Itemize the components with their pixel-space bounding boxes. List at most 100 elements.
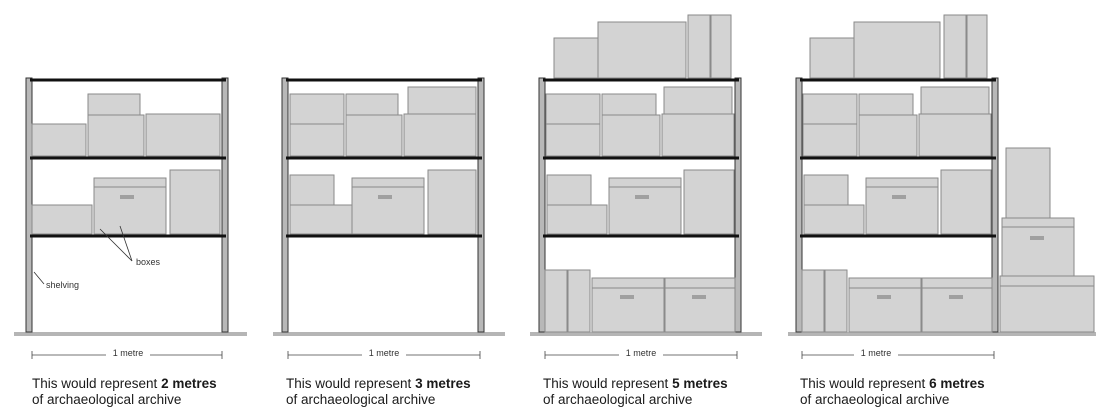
shelving-pointer [33, 271, 45, 285]
measure-label-bg [362, 347, 406, 357]
shelving-label: shelving [46, 280, 79, 290]
archive-box [169, 169, 221, 235]
caption-suffix: of archaeological archive [32, 392, 182, 407]
box-handle [378, 195, 392, 199]
floor [273, 332, 505, 336]
archive-box [999, 285, 1095, 333]
archive-box [809, 37, 855, 79]
archive-box [87, 93, 141, 116]
floor [14, 332, 247, 336]
archive-box [858, 114, 918, 157]
measure-label-bg [106, 347, 150, 357]
archive-box [553, 37, 599, 79]
archive-box [546, 174, 592, 206]
archive-box [966, 14, 988, 79]
archive-box [664, 287, 736, 333]
measure-label: 1 metre [626, 348, 657, 358]
archive-box [567, 269, 591, 333]
archive-box [31, 204, 93, 235]
caption-suffix: of archaeological archive [543, 392, 693, 407]
box-handle [692, 295, 706, 299]
archive-box [289, 174, 335, 206]
archive-box [803, 204, 865, 235]
archive-box-lid [351, 177, 425, 188]
left-post [795, 77, 803, 333]
caption-prefix: This would represent [32, 376, 162, 391]
archive-box [608, 185, 682, 235]
archive-box [407, 86, 477, 115]
archive-box [801, 269, 825, 333]
caption-amount: 2 metres [161, 376, 217, 391]
archive-box [87, 114, 145, 157]
archive-box [93, 185, 167, 235]
boxes-label: boxes [136, 257, 161, 267]
archive-box [687, 14, 711, 79]
archive-box-lid [664, 277, 736, 289]
archive-box [1001, 225, 1075, 277]
caption-amount: 3 metres [415, 376, 471, 391]
measure-label-bg [854, 347, 898, 357]
archive-box [289, 204, 353, 235]
box-handle [635, 195, 649, 199]
archive-box-lid [608, 177, 682, 188]
archive-box [545, 123, 601, 157]
measure-label: 1 metre [369, 348, 400, 358]
archive-box [865, 185, 939, 235]
archive-box [145, 113, 221, 157]
panel-4: 1 metre [788, 14, 1096, 359]
panel-1: boxes shelving 1 metre [14, 77, 247, 359]
archive-box [601, 93, 657, 116]
caption-prefix: This would represent [800, 376, 930, 391]
archive-box [403, 113, 477, 157]
archive-box [591, 287, 665, 333]
archive-box-lid [921, 277, 993, 289]
archive-box [31, 123, 87, 157]
box-handle [877, 295, 891, 299]
archive-box [858, 93, 914, 116]
archive-box [345, 114, 403, 157]
floor [788, 332, 1096, 336]
archive-box [345, 93, 399, 116]
archive-box [803, 174, 849, 206]
archive-box [545, 93, 601, 125]
caption-prefix: This would represent [543, 376, 673, 391]
archive-box [1005, 147, 1051, 219]
archive-box-lid [865, 177, 939, 188]
archive-box [546, 204, 608, 235]
caption-panel-1: This would represent 2 metres of archaeo… [32, 376, 217, 408]
archive-box [663, 86, 733, 115]
archive-box [427, 169, 477, 235]
archive-box-lid [1001, 217, 1075, 228]
archive-box [802, 123, 858, 157]
panel-2: 1 metre [273, 77, 505, 359]
caption-amount: 6 metres [929, 376, 985, 391]
archive-box [661, 113, 735, 157]
archive-box [289, 93, 345, 125]
caption-suffix: of archaeological archive [286, 392, 436, 407]
archive-box [920, 86, 990, 115]
archive-box-lid [591, 277, 665, 289]
archive-box-lid [999, 275, 1095, 287]
measure-label: 1 metre [113, 348, 144, 358]
caption-suffix: of archaeological archive [800, 392, 950, 407]
left-post [25, 77, 33, 333]
box-handle [892, 195, 906, 199]
archive-box-lid [848, 277, 922, 289]
archive-box [921, 287, 993, 333]
archive-box [824, 269, 848, 333]
caption-panel-3: This would represent 5 metres of archaeo… [543, 376, 728, 408]
archive-box [853, 21, 941, 79]
box-handle [620, 295, 634, 299]
archive-box [848, 287, 922, 333]
archive-box [544, 269, 568, 333]
archive-box [802, 93, 858, 125]
box-handle [120, 195, 134, 199]
archive-box [683, 169, 735, 235]
right-post [991, 77, 999, 333]
right-post [221, 77, 229, 333]
left-post [538, 77, 546, 333]
floor [530, 332, 762, 336]
archive-box [601, 114, 661, 157]
archive-box [943, 14, 967, 79]
